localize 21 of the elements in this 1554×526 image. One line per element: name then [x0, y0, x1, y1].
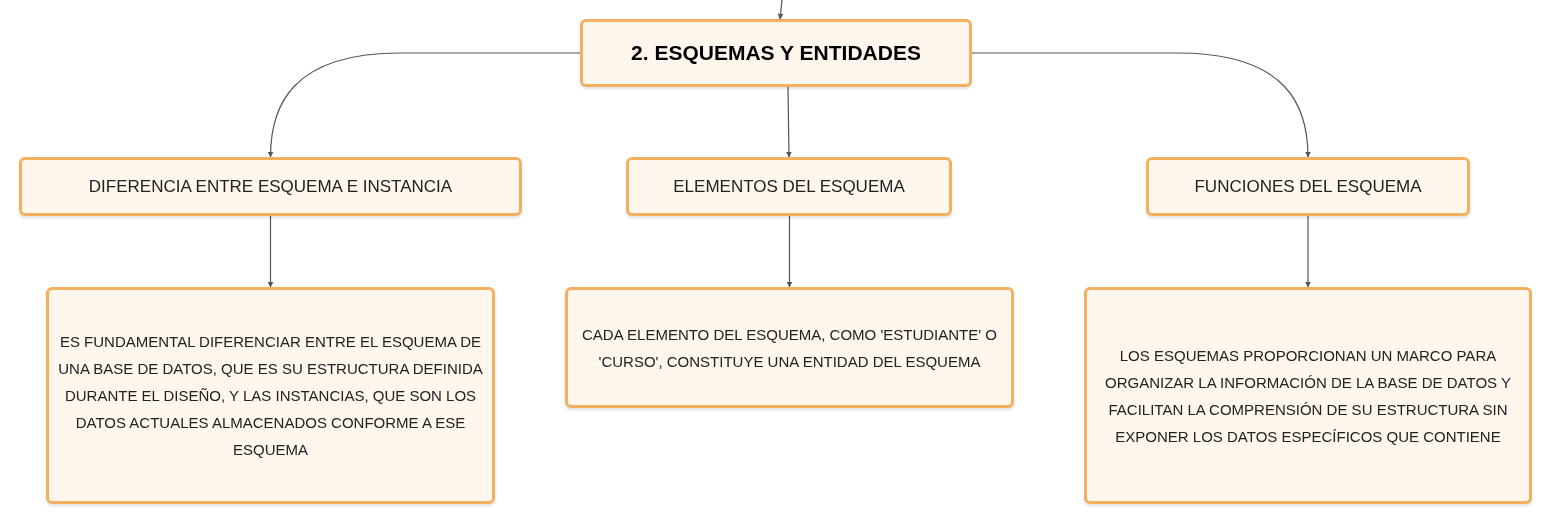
description-text: CADA ELEMENTO DEL ESQUEMA, COMO 'ESTUDIANTE' O 'CURSO', CONSTITUYE UNA ENTIDAD DEL ESQUEMA	[581, 324, 998, 372]
node-label: DIFERENCIA ENTRE ESQUEMA E INSTANCIA	[88, 175, 453, 198]
connector-arrow	[786, 215, 793, 288]
node-label: ELEMENTOS DEL ESQUEMA	[673, 175, 905, 198]
connector-arrow	[267, 52, 581, 158]
connector-arrow	[267, 215, 274, 288]
description-box	[46, 287, 495, 504]
topic-box	[580, 19, 972, 87]
description-text: LOS ESQUEMAS PROPORCIONAN UN MARCO PARA ORGANIZAR LA INFORMACIÓN DE LA BASE DE DATOS Y FACILITAN LA COMPRENSIÓN DE SU ESTRUCTURA SIN EXPONER LOS DATOS ESPECÍFICOS QUE CONTIENE	[1104, 345, 1512, 447]
node-label: 2. ESQUEMAS Y ENTIDADES	[631, 40, 921, 67]
subtopic-box	[626, 157, 952, 216]
subtopic-box	[1146, 157, 1470, 216]
node-label: FUNCIONES DEL ESQUEMA	[1194, 175, 1422, 198]
subtopic-box	[19, 157, 522, 216]
description-box	[565, 287, 1014, 408]
description-box	[1084, 287, 1532, 504]
connector-arrow	[785, 86, 792, 158]
connector-arrow	[777, 0, 784, 20]
connector-arrow	[1305, 215, 1311, 288]
description-text: ES FUNDAMENTAL DIFERENCIAR ENTRE EL ESQUEMA DE UNA BASE DE DATOS, QUE ES SU ESTRUCTURA DEFINIDA DURANTE EL DISEÑO, Y LAS INSTANCIAS, QUE SON LOS DATOS ACTUALES ALMACENADOS CONFORME A ESE ESQUEMA	[57, 332, 484, 460]
connector-arrow	[971, 52, 1311, 158]
